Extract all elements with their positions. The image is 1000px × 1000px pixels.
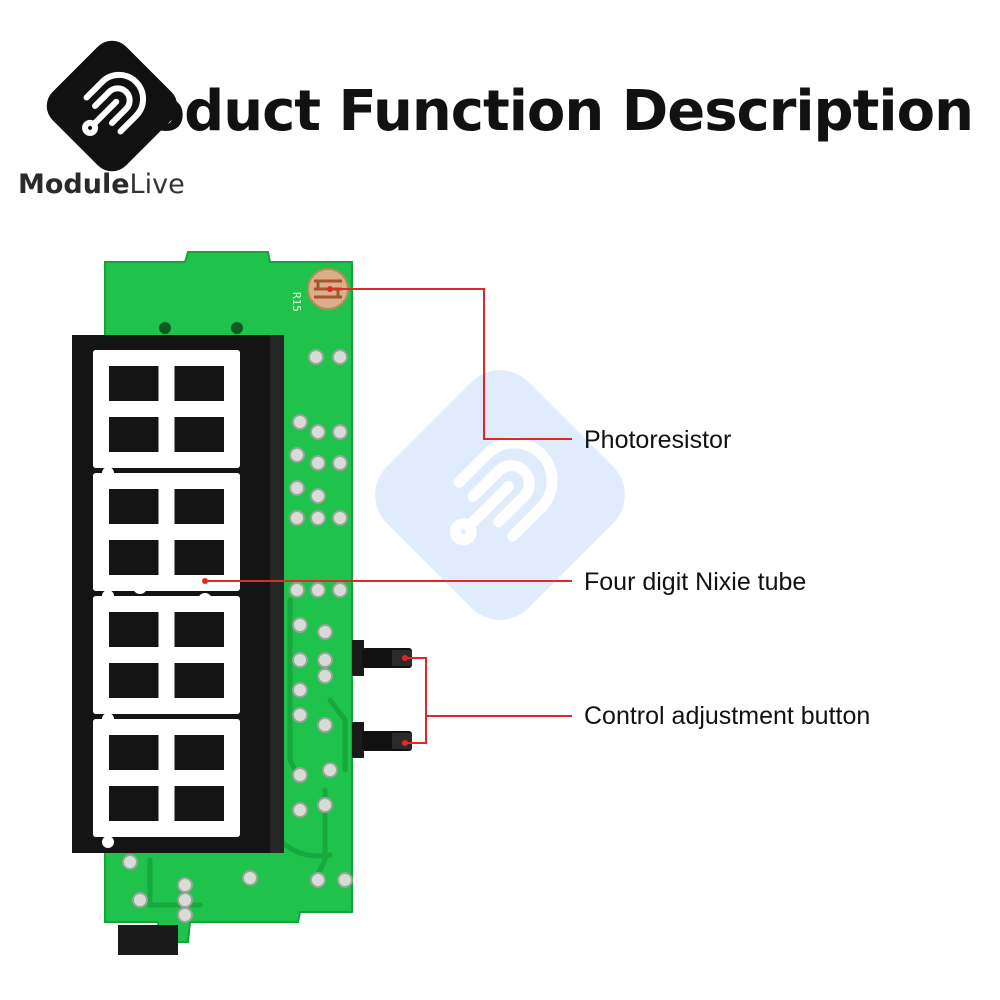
solder-pad	[332, 424, 348, 440]
solder-pad	[289, 447, 305, 463]
button-upper	[352, 640, 412, 676]
solder-pad	[292, 652, 308, 668]
leader-dot	[327, 286, 333, 292]
leader-dot	[202, 578, 208, 584]
solder-pad	[310, 424, 326, 440]
segment	[93, 452, 240, 468]
segment	[93, 770, 240, 786]
watermark-logo-icon	[375, 370, 625, 620]
leader-line-photoresistor	[330, 288, 572, 440]
segment	[93, 647, 240, 663]
brand-logo-icon	[46, 40, 178, 172]
solder-pad	[317, 624, 333, 640]
solder-pad	[332, 510, 348, 526]
segment	[93, 821, 240, 837]
solder-pad	[322, 762, 338, 778]
brand-name-part2: Live	[129, 169, 185, 200]
callout-buttons: Control adjustment button	[584, 702, 871, 730]
four-digit-display	[72, 335, 284, 853]
solder-pad	[317, 717, 333, 733]
solder-pad	[289, 582, 305, 598]
solder-pad	[308, 349, 324, 365]
silkscreen-label: R15	[290, 292, 303, 312]
solder-pad	[292, 617, 308, 633]
digit-3	[93, 596, 240, 725]
solder-pads	[122, 349, 353, 923]
solder-pad	[177, 907, 193, 923]
solder-pad	[310, 455, 326, 471]
digit-1	[93, 350, 240, 479]
solder-pad	[332, 582, 348, 598]
solder-pad	[292, 767, 308, 783]
solder-pad	[292, 707, 308, 723]
leader-dot	[402, 655, 408, 661]
solder-pad	[332, 349, 348, 365]
brand-name-part1: Module	[18, 169, 130, 200]
solder-pad	[317, 652, 333, 668]
solder-pad	[292, 414, 308, 430]
colon-dot	[198, 593, 212, 607]
brand-name: ModuleLive	[18, 168, 185, 202]
solder-pad	[132, 892, 148, 908]
solder-pad	[310, 582, 326, 598]
solder-pad	[310, 488, 326, 504]
segment	[93, 473, 240, 489]
solder-pad	[292, 802, 308, 818]
solder-pad	[332, 455, 348, 471]
solder-pad	[317, 797, 333, 813]
segment	[93, 596, 240, 612]
solder-pad	[310, 872, 326, 888]
solder-pad	[177, 877, 193, 893]
digit-4	[93, 719, 240, 848]
leader-line-buttons	[405, 657, 572, 744]
solder-pad	[289, 480, 305, 496]
display-digits	[93, 350, 240, 848]
solder-pad	[177, 892, 193, 908]
solder-pad	[122, 854, 138, 870]
solder-pad	[242, 870, 258, 886]
segment	[93, 698, 240, 714]
digit-2	[93, 473, 240, 602]
segment	[93, 350, 240, 366]
colon-dot	[133, 580, 147, 594]
solder-pad	[289, 510, 305, 526]
segment	[93, 719, 240, 735]
solder-pad	[292, 682, 308, 698]
callout-display: Four digit Nixie tube	[584, 568, 807, 596]
leader-lines	[205, 288, 572, 744]
solder-pad	[337, 872, 353, 888]
leader-dot	[402, 740, 408, 746]
segment	[93, 575, 240, 591]
decimal-point	[102, 836, 114, 848]
solder-pad	[317, 668, 333, 684]
solder-pad	[310, 510, 326, 526]
page-title: Product Function Description	[80, 79, 974, 144]
segment	[93, 524, 240, 540]
callout-photoresistor: Photoresistor	[584, 426, 732, 454]
button-lower	[352, 722, 412, 758]
segment	[93, 401, 240, 417]
